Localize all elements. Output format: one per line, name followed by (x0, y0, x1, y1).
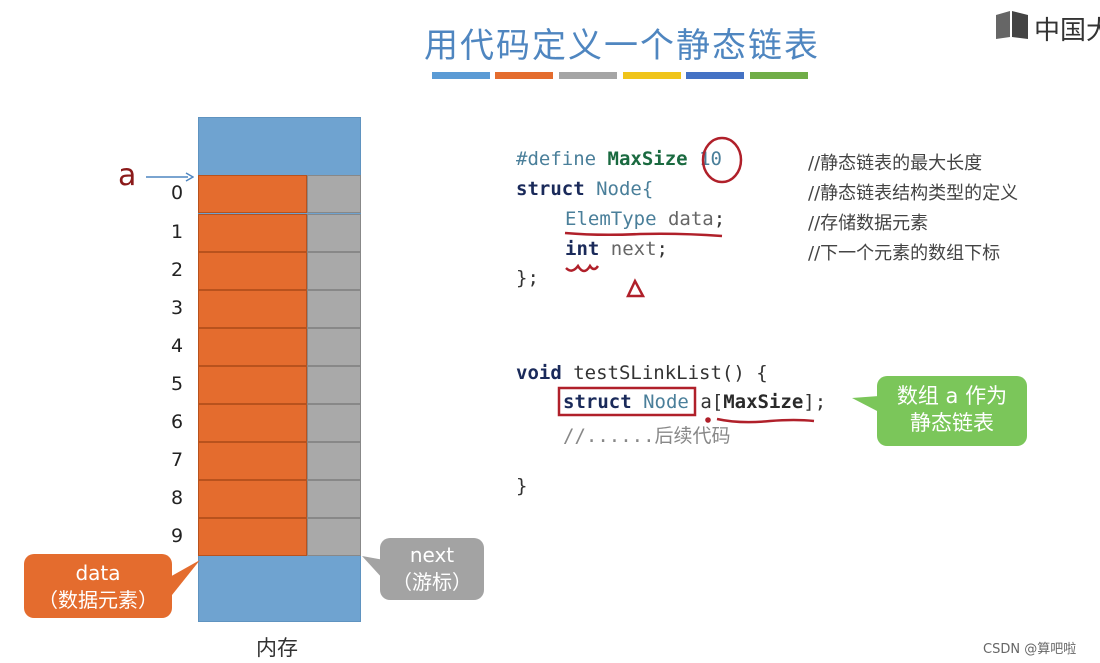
array-index-label: 6 (170, 411, 184, 433)
code-line-declaration: struct Node a[MaxSize]; (563, 391, 826, 413)
data-cell (198, 404, 307, 442)
memory-row (198, 175, 361, 213)
decl-end: ]; (803, 391, 827, 413)
title-bar (623, 72, 681, 79)
data-cell (198, 366, 307, 404)
underline-maxsize (716, 417, 815, 424)
void-keyword: void (516, 362, 562, 384)
memory-row (198, 366, 361, 404)
define-value: 10 (699, 148, 722, 170)
callout-array-line2: 静态链表 (910, 411, 994, 435)
code-line-field-data: ElemType data; (565, 208, 725, 230)
page-title: 用代码定义一个静态链表 (424, 26, 820, 66)
memory-row (198, 518, 361, 556)
code-line-function: void testSLinkList() { (516, 362, 768, 384)
title-bar (686, 72, 744, 79)
next-cell (307, 290, 361, 328)
triangle-mark (626, 278, 646, 298)
struct-keyword: struct (516, 178, 585, 200)
logo-text: 中国大 (1034, 16, 1100, 46)
decl-size: MaxSize (723, 391, 804, 413)
book-logo-icon (996, 11, 1028, 39)
comment-next: //下一个元素的数组下标 (808, 243, 1001, 264)
callout-next-subtitle: （游标） (392, 570, 472, 594)
array-index-label: 2 (170, 259, 184, 281)
field-data-name: data (667, 208, 714, 230)
next-cell (307, 366, 361, 404)
next-cell (307, 175, 361, 213)
data-cell (198, 290, 307, 328)
memory-row (198, 480, 361, 518)
callout-array-line1: 数组 a 作为 (896, 384, 1008, 408)
memory-row (198, 328, 361, 366)
array-index-label: 0 (170, 182, 184, 204)
memory-label: 内存 (256, 636, 298, 660)
function-signature: testSLinkList() { (573, 362, 768, 384)
memory-row (198, 252, 361, 290)
decl-struct-keyword: struct (563, 391, 632, 413)
array-index-label: 3 (170, 297, 184, 319)
define-name: MaxSize (607, 148, 688, 170)
decl-node-type: Node (643, 391, 689, 413)
field-data-type: ElemType (565, 208, 657, 230)
decl-array-name: a[ (700, 391, 724, 413)
data-cell (198, 175, 307, 213)
underline-elemtype (564, 231, 723, 238)
array-index-label: 8 (170, 487, 184, 509)
memory-row (198, 442, 361, 480)
memory-row (198, 290, 361, 328)
struct-name: Node{ (596, 178, 654, 200)
memory-row (198, 214, 361, 252)
title-bar (495, 72, 553, 79)
field-next-end: ; (656, 238, 668, 260)
field-next-type: int (565, 238, 600, 260)
array-index-label: 4 (170, 335, 184, 357)
memory-row (198, 404, 361, 442)
pointer-arrow-icon (146, 172, 194, 182)
callout-next-title: next (409, 543, 455, 567)
next-cell (307, 480, 361, 518)
data-cell (198, 480, 307, 518)
next-callout: next （游标） (380, 538, 484, 600)
next-cell (307, 328, 361, 366)
data-cell (198, 252, 307, 290)
comment-data: //存储数据元素 (808, 213, 929, 234)
callout-data-title: data (75, 561, 121, 585)
data-cell (198, 518, 307, 556)
next-cell (307, 214, 361, 252)
code-line-followup-comment: //......后续代码 (563, 425, 731, 447)
data-callout: data （数据元素） (24, 554, 172, 618)
data-cell (198, 328, 307, 366)
data-cell (198, 442, 307, 480)
next-cell (307, 442, 361, 480)
field-data-end: ; (713, 208, 726, 230)
code-line-function-close: } (516, 475, 528, 497)
title-bar (432, 72, 490, 79)
array-index-label: 5 (170, 373, 184, 395)
callout-data-subtitle: （数据元素） (38, 588, 158, 612)
code-line-struct-close: }; (516, 267, 539, 289)
code-line-field-next: int next; (565, 238, 668, 260)
title-bar (559, 72, 617, 79)
title-bar (750, 72, 808, 79)
data-cell (198, 214, 307, 252)
next-cell (307, 518, 361, 556)
array-index-label: 9 (170, 525, 184, 547)
comment-struct: //静态链表结构类型的定义 (808, 183, 1019, 204)
array-callout: 数组 a 作为 静态链表 (877, 376, 1027, 446)
underline-int (565, 263, 600, 273)
array-index-label: 7 (170, 449, 184, 471)
watermark: CSDN @算吧啦 (983, 642, 1077, 657)
code-line-define: #define MaxSize 10 (516, 148, 722, 170)
comment-maxsize: //静态链表的最大长度 (808, 153, 983, 174)
array-pointer-label: a (118, 158, 137, 193)
field-next-name: next (610, 238, 657, 260)
code-line-struct: struct Node{ (516, 178, 653, 200)
next-cell (307, 252, 361, 290)
array-index-label: 1 (170, 221, 184, 243)
next-cell (307, 404, 361, 442)
define-keyword: #define (516, 148, 597, 170)
